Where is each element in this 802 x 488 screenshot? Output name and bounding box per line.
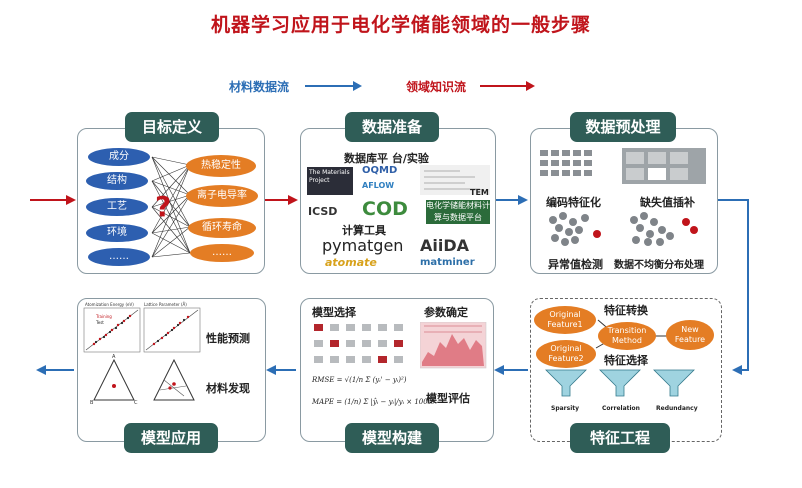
funnel-redundancy: Redundancy — [656, 405, 698, 412]
feature-select-title: 特征选择 — [604, 354, 648, 367]
legend-test: Test — [96, 320, 104, 325]
funnel-sparsity: Sparsity — [551, 405, 580, 412]
logo-tem: TEM — [470, 188, 489, 197]
tag-preprocessing: 数据预处理 — [570, 112, 676, 142]
tag-model-application: 模型应用 — [124, 423, 218, 453]
feature-transform-title: 特征转换 — [604, 304, 648, 317]
label-performance-prediction: 性能预测 — [206, 332, 250, 345]
encoding-icon — [540, 150, 592, 176]
target-network-lines — [151, 156, 191, 258]
input-environment: 环境 — [86, 224, 148, 242]
input-structure: 结构 — [86, 172, 148, 190]
legend-material-flow: 材料数据流 — [229, 80, 290, 94]
label-material-discovery: 材料发现 — [206, 382, 250, 395]
output-ionic-conductivity: 离子电导率 — [186, 185, 258, 207]
tag-target-definition: 目标定义 — [125, 112, 219, 142]
page-title: 机器学习应用于电化学储能领域的一般步骤 — [210, 14, 591, 36]
transition-method: Transition Method — [598, 322, 656, 350]
tag-model-building: 模型构建 — [345, 423, 439, 453]
param-title: 参数确定 — [424, 306, 468, 319]
funnel-correlation: Correlation — [602, 405, 640, 412]
input-more: …… — [88, 248, 150, 266]
original-feature-2: Original Feature2 — [536, 340, 596, 368]
plot1-title: Atomization Energy (eV) — [85, 302, 134, 307]
label-encoding: 编码特征化 — [546, 196, 601, 209]
output-thermal-stability: 热稳定性 — [186, 155, 256, 177]
input-process: 工艺 — [86, 198, 148, 216]
tri-label-b: B — [90, 400, 94, 406]
db-title: 数据库平 台/实验 — [344, 152, 429, 165]
logo-aiida: AiiDA — [420, 236, 470, 255]
param-heatmap — [420, 322, 487, 369]
label-missing-imputation: 缺失值插补 — [640, 196, 695, 209]
tri-label-c: C — [134, 400, 138, 406]
logo-echem-platform: 电化学储能材料计算与数据平台 — [426, 200, 490, 224]
logo-materials-project: The Materials Project — [307, 167, 353, 195]
output-cycle-life: 循环寿命 — [188, 218, 256, 238]
missing-value-icon — [622, 148, 706, 184]
tools-title: 计算工具 — [342, 224, 386, 237]
tag-data-preparation: 数据准备 — [345, 112, 439, 142]
legend-training: Training — [96, 314, 112, 319]
original-feature-1: Original Feature1 — [534, 306, 596, 334]
legend-blue-arrow — [305, 81, 362, 91]
imbalance-icon — [630, 212, 698, 246]
mape-formula: MAPE = (1/n) Σ |ŷᵢ − yᵢ|/yᵢ × 100% — [312, 398, 435, 406]
model-eval-title: 模型评估 — [426, 392, 470, 405]
prediction-scatter-plots — [83, 307, 201, 353]
logo-atomate: atomate — [325, 256, 377, 269]
tri-label-a: A — [112, 354, 116, 360]
feature-selection-funnels — [545, 369, 695, 397]
logo-icsd: ICSD — [308, 205, 338, 218]
tag-feature-engineering: 特征工程 — [570, 423, 670, 453]
legend-domain-flow: 领域知识流 — [406, 80, 467, 94]
model-grid-icon — [314, 324, 403, 363]
label-imbalance-handling: 数据不均衡分布处理 — [614, 260, 704, 271]
logo-pymatgen: pymatgen — [322, 236, 404, 255]
output-more: …… — [190, 244, 254, 262]
legend-red-arrow — [480, 81, 535, 91]
question-mark: ? — [155, 190, 172, 223]
logo-cod: COD — [362, 198, 408, 220]
logo-aflow: AFLOW — [362, 181, 395, 190]
input-composition: 成分 — [88, 148, 150, 166]
ternary-diagrams — [93, 358, 195, 401]
rmse-formula: RMSE = √(1/n Σ (yᵢ' − yᵢ)²) — [312, 376, 407, 384]
logo-oqmd: OQMD — [362, 165, 398, 176]
new-feature: New Feature — [666, 320, 714, 350]
plot2-title: Lattice Parameter (Å) — [144, 302, 187, 307]
model-select-title: 模型选择 — [312, 306, 356, 319]
outlier-icon — [549, 212, 601, 246]
logo-matminer: matminer — [420, 257, 475, 268]
label-outlier-detection: 异常值检测 — [548, 258, 603, 271]
tem-image — [420, 165, 490, 195]
